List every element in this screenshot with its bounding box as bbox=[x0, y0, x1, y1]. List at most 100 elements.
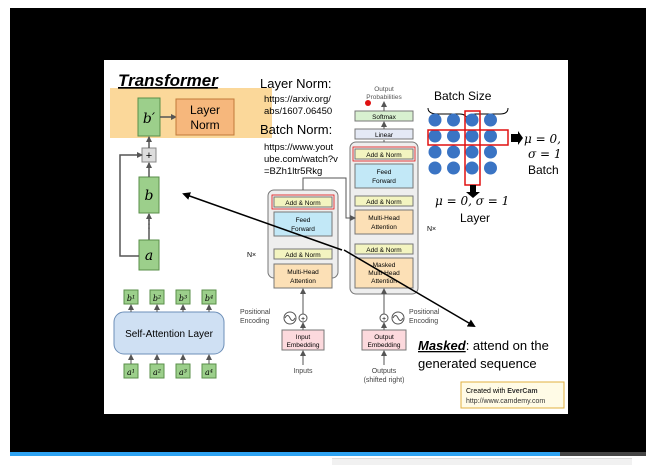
layer-norm-heading: Layer Norm: bbox=[260, 76, 332, 91]
slide-frame: Transformer b′ Layer Norm + b ⋮ a Self-A… bbox=[104, 60, 568, 414]
video-player[interactable]: Transformer b′ Layer Norm + b ⋮ a Self-A… bbox=[10, 8, 646, 452]
batch-dot bbox=[484, 145, 497, 159]
dec-multi-head bbox=[354, 209, 414, 235]
dec-ff-line2: Forward bbox=[372, 178, 396, 185]
outputs-label-line1: Outputs bbox=[372, 368, 397, 375]
batch-dot bbox=[465, 145, 479, 159]
slide-title: Transformer bbox=[118, 71, 219, 90]
enc-add-norm-top-label: Add & Norm bbox=[285, 200, 320, 207]
a4-label: a⁴ bbox=[205, 368, 213, 377]
batch-norm-heading: Batch Norm: bbox=[260, 122, 332, 137]
layer-arrow-down bbox=[466, 185, 480, 198]
batch-dot bbox=[447, 161, 460, 175]
output-prob-line1: Output bbox=[374, 86, 394, 93]
batch-dot bbox=[465, 113, 479, 127]
arrow-to-residual bbox=[182, 192, 343, 251]
output-prob-line2: Probabilities bbox=[366, 94, 402, 101]
batch-stat-2: σ = 1 bbox=[528, 147, 562, 161]
batch-dot bbox=[428, 113, 442, 127]
masked-text-1: : attend on the bbox=[466, 338, 549, 353]
b3-label: b³ bbox=[179, 294, 187, 303]
output-emb-line1: Output bbox=[374, 334, 394, 341]
batch-norm-url-2: ube.com/watch?v bbox=[264, 154, 338, 165]
watermark-line1: Created with EverCam bbox=[466, 388, 538, 395]
cursor-dot bbox=[365, 100, 371, 106]
dec-add-norm-2-label: Add & Norm bbox=[366, 199, 401, 206]
a-box bbox=[138, 239, 160, 271]
enc-pos-line2: Encoding bbox=[240, 318, 269, 325]
layer-norm-url-2: abs/1607.06450 bbox=[264, 106, 332, 117]
input-emb-line1: Input bbox=[296, 334, 311, 341]
enc-add-norm-top bbox=[273, 196, 333, 208]
a-label: a bbox=[145, 248, 153, 264]
enc-ff-line1: Feed bbox=[296, 217, 311, 224]
batch-row-highlight bbox=[427, 129, 509, 146]
batch-dot bbox=[484, 113, 497, 127]
enc-pos-line1: Positional bbox=[240, 309, 271, 316]
batch-dot bbox=[447, 113, 460, 127]
dec-add-norm-3 bbox=[354, 243, 414, 255]
dec-pos-line2: Encoding bbox=[409, 318, 438, 325]
self-attention-label: Self-Attention Layer bbox=[125, 329, 213, 340]
dec-pos-line1: Positional bbox=[409, 309, 440, 316]
input-emb-line2: Embedding bbox=[287, 342, 320, 349]
batch-dot bbox=[428, 129, 442, 143]
batch-stat-1: μ = 0, bbox=[524, 132, 561, 146]
arrow-to-masked bbox=[343, 249, 476, 328]
dec-feed-forward bbox=[354, 163, 414, 189]
layer-norm-url-1: https://arxiv.org/ bbox=[264, 94, 331, 105]
dec-nx: N× bbox=[427, 226, 436, 233]
softmax-label: Softmax bbox=[372, 114, 397, 121]
bottom-panel bbox=[332, 458, 632, 465]
enc-ff-line2: Forward bbox=[291, 226, 315, 233]
batch-dot-grid bbox=[428, 113, 497, 175]
a-inputs: a¹ a² a³ a⁴ bbox=[123, 354, 217, 379]
bottom-strip bbox=[0, 456, 656, 464]
a3-label: a³ bbox=[179, 368, 187, 377]
b-outputs: b¹ b² b³ b⁴ bbox=[123, 289, 217, 312]
masked-note-line2: generated sequence bbox=[418, 356, 537, 371]
masked-note-line1: Masked: attend on the bbox=[418, 338, 549, 353]
batch-dot bbox=[465, 129, 479, 143]
b1-label: b¹ bbox=[127, 294, 135, 303]
layer-norm-box bbox=[175, 98, 235, 136]
plus-sign: + bbox=[146, 150, 152, 162]
dec-add-norm-1 bbox=[354, 148, 414, 160]
dec-masked-line1: Masked bbox=[373, 262, 396, 269]
a1-label: a¹ bbox=[127, 368, 135, 377]
batch-label: Batch bbox=[528, 163, 559, 177]
layer-label: Layer bbox=[460, 211, 490, 225]
dec-mh-line1: Multi-Head bbox=[368, 215, 400, 222]
batch-norm-url-1: https://www.yout bbox=[264, 142, 334, 153]
video-progress-bar[interactable] bbox=[10, 452, 646, 456]
svg-text:+: + bbox=[301, 316, 305, 323]
enc-nx: N× bbox=[247, 252, 256, 259]
linear-label: Linear bbox=[375, 132, 394, 139]
enc-add-norm-bottom-label: Add & Norm bbox=[285, 252, 320, 259]
layer-norm-box-line2: Norm bbox=[190, 118, 219, 132]
outputs-label-line2: (shifted right) bbox=[364, 377, 405, 384]
b-prime-label: b′ bbox=[143, 111, 156, 127]
b-label: b bbox=[145, 188, 154, 204]
inputs-label: Inputs bbox=[293, 368, 313, 375]
batch-arrow-right bbox=[511, 131, 523, 145]
dec-masked-line3: Attention bbox=[371, 278, 397, 285]
dec-add-norm-1-label: Add & Norm bbox=[366, 152, 401, 159]
progress-fill bbox=[10, 452, 561, 456]
dec-ff-line1: Feed bbox=[377, 169, 392, 176]
batch-dot bbox=[465, 161, 479, 175]
enc-feed-forward bbox=[273, 211, 333, 237]
layer-stat: μ = 0, σ = 1 bbox=[435, 194, 509, 208]
dec-add-norm-2 bbox=[354, 195, 414, 207]
enc-norm-highlight bbox=[271, 194, 335, 210]
enc-multi-head bbox=[273, 263, 333, 289]
slide-canvas: Transformer b′ Layer Norm + b ⋮ a Self-A… bbox=[110, 71, 565, 409]
a2-label: a² bbox=[153, 368, 161, 377]
batch-dot bbox=[428, 161, 442, 175]
batch-dot bbox=[484, 161, 497, 175]
evercam-watermark bbox=[460, 381, 565, 409]
enc-mh-line2: Attention bbox=[290, 278, 316, 285]
b4-label: b⁴ bbox=[205, 294, 213, 303]
output-emb-line2: Embedding bbox=[368, 342, 401, 349]
batch-dot bbox=[428, 145, 442, 159]
